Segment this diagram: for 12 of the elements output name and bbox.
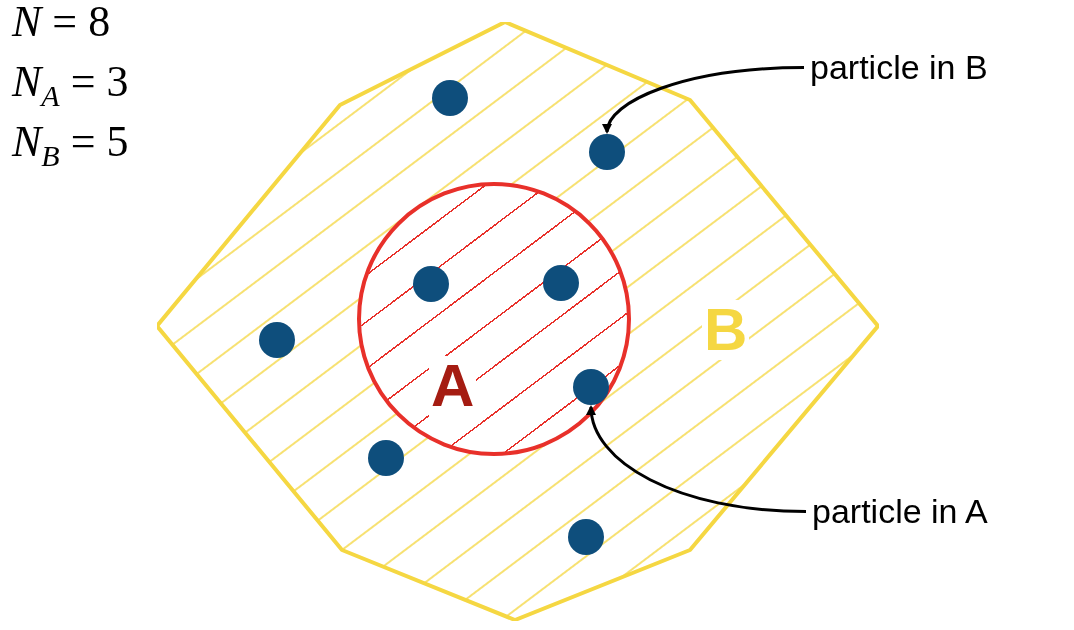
callout-text: particle in B — [810, 48, 988, 87]
count-equation: N = 8 — [12, 0, 111, 47]
count-equation: N$_{A}$ = 3 — [12, 56, 129, 113]
region-label: B — [702, 300, 750, 360]
callout-text: particle in A — [812, 492, 988, 531]
particle-dot — [413, 266, 449, 302]
region-label: A — [429, 356, 477, 416]
particle-dot — [543, 265, 579, 301]
particle-dot — [573, 369, 609, 405]
arrow — [603, 66, 805, 134]
arrow — [587, 405, 807, 513]
count-equation: N$_{B}$ = 5 — [12, 116, 129, 173]
